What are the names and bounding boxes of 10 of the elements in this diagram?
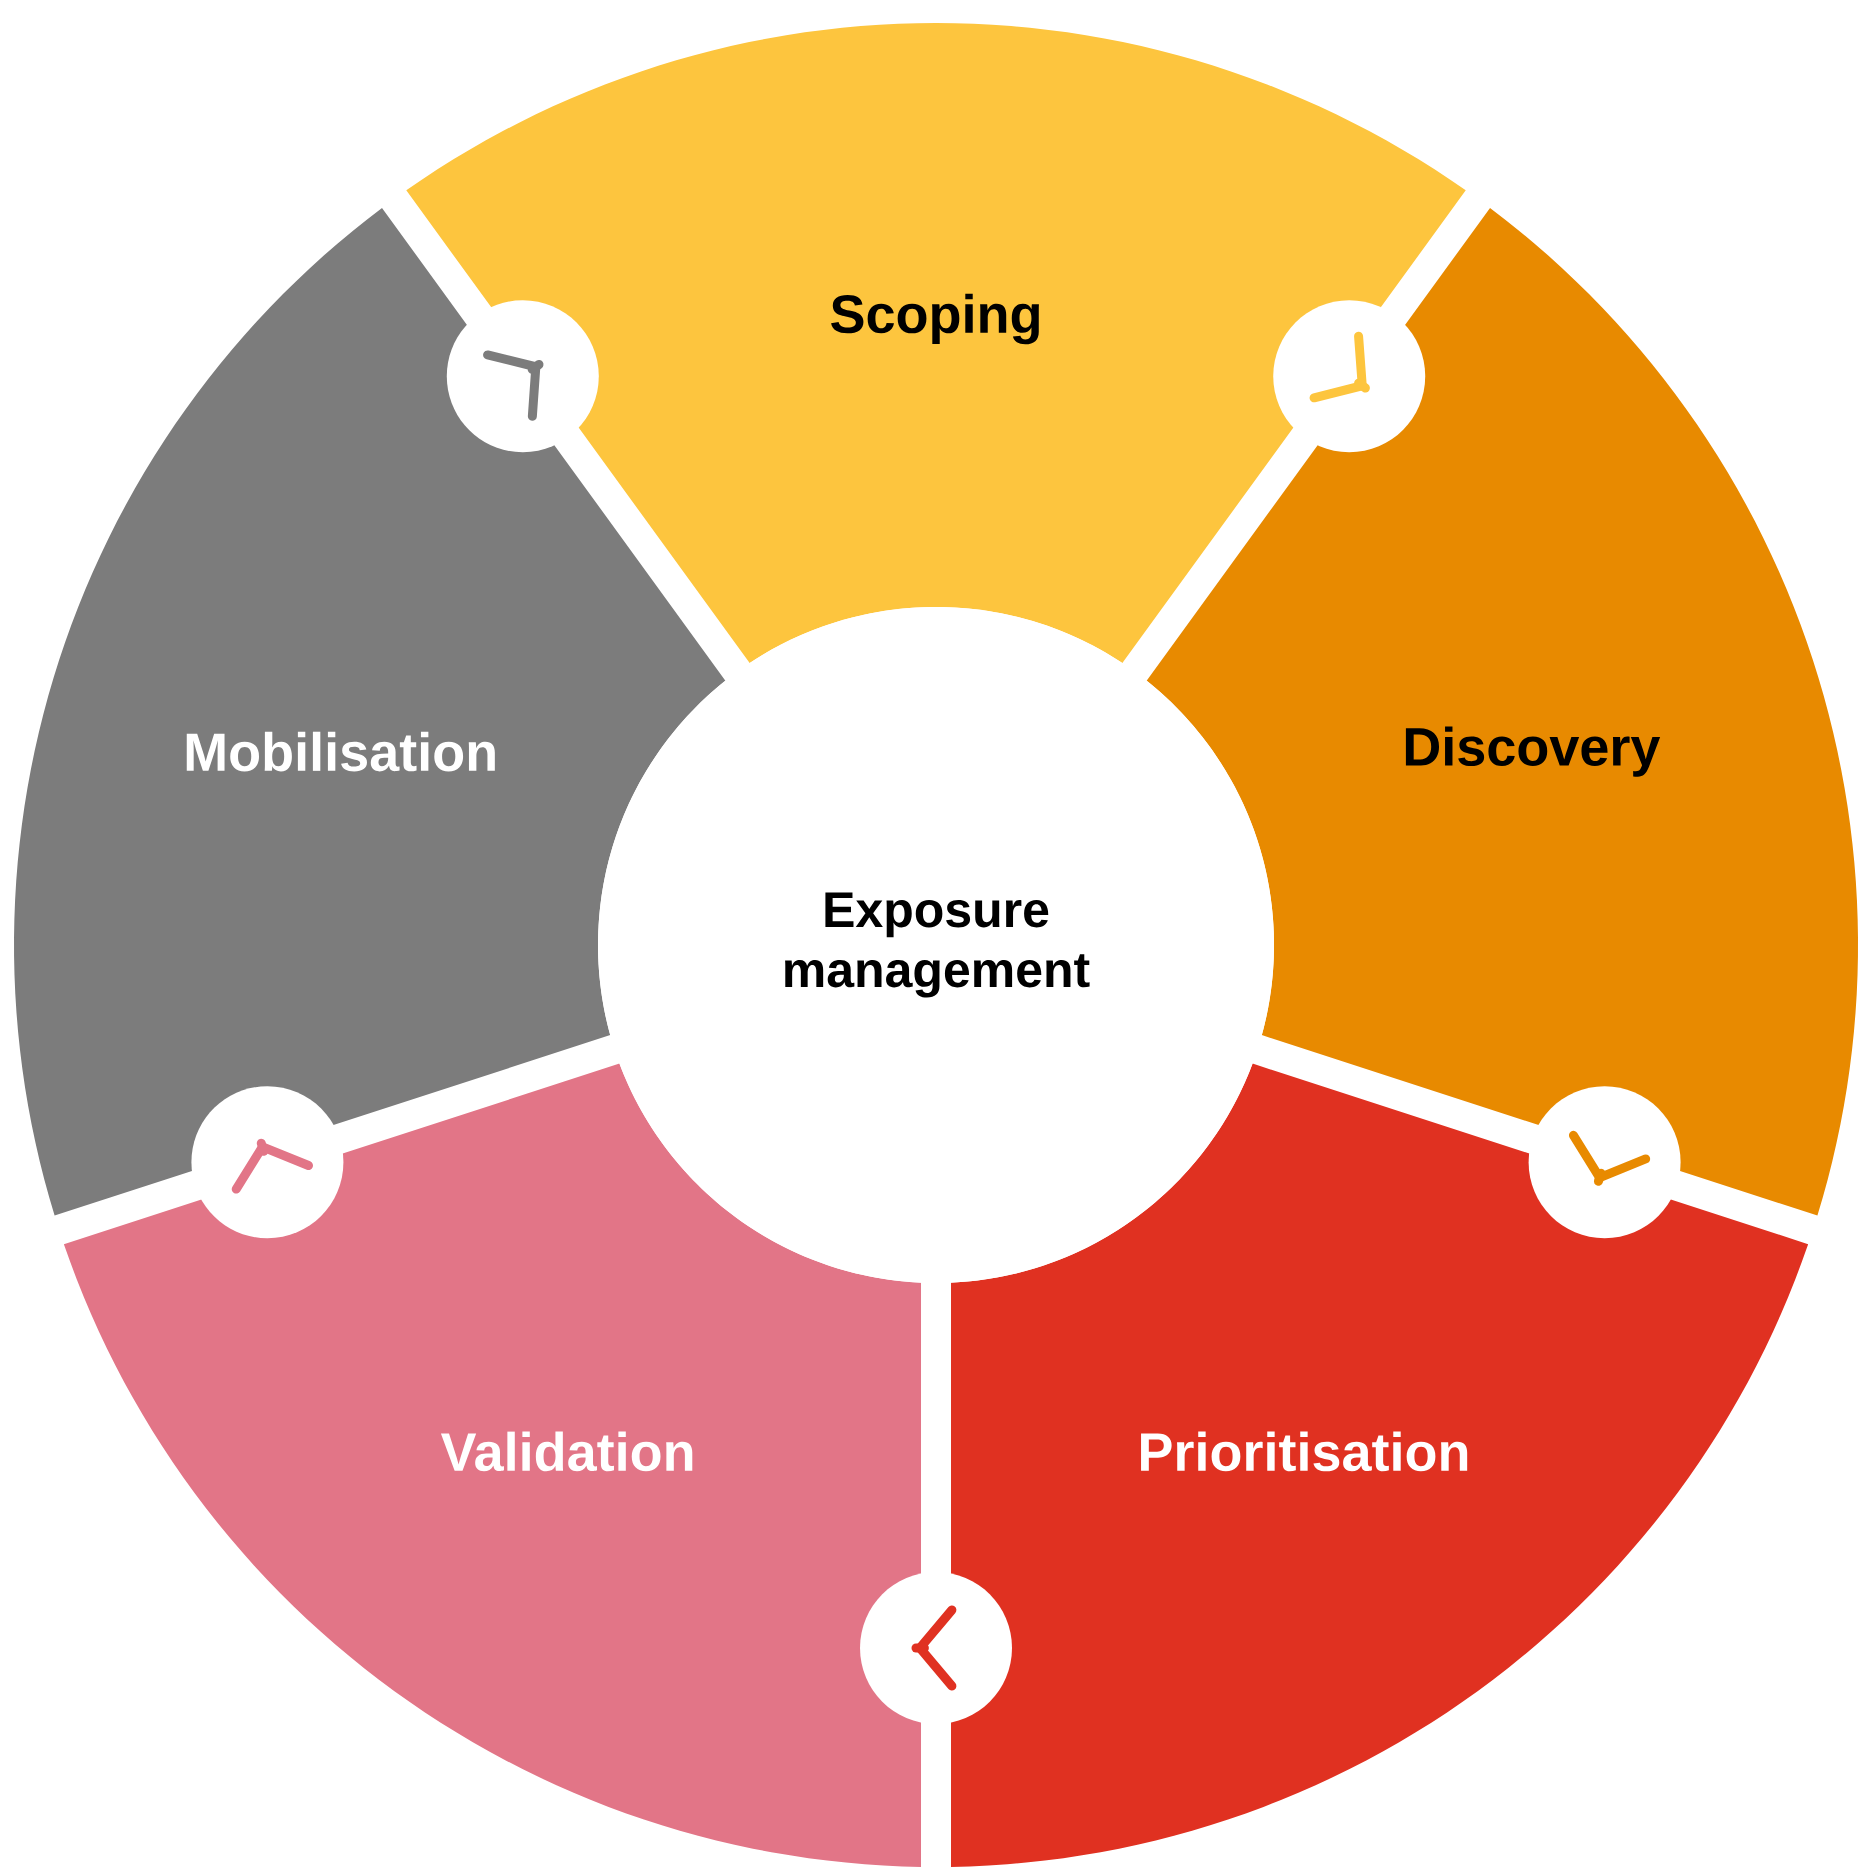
ring-segment: Prioritisation	[951, 1063, 1809, 1867]
ring-segment: Discovery	[1146, 208, 1858, 1216]
chevron-arrow	[860, 1572, 1012, 1724]
chevron-arrow	[446, 300, 599, 453]
chevron-arrow	[1528, 1086, 1681, 1239]
ring-segment: Validation	[63, 1063, 921, 1867]
chevron-arrow	[1273, 300, 1426, 453]
ring-segment: Mobilisation	[14, 208, 726, 1216]
chevron-arrow	[191, 1086, 344, 1239]
ring-segment: Scoping	[406, 23, 1466, 663]
